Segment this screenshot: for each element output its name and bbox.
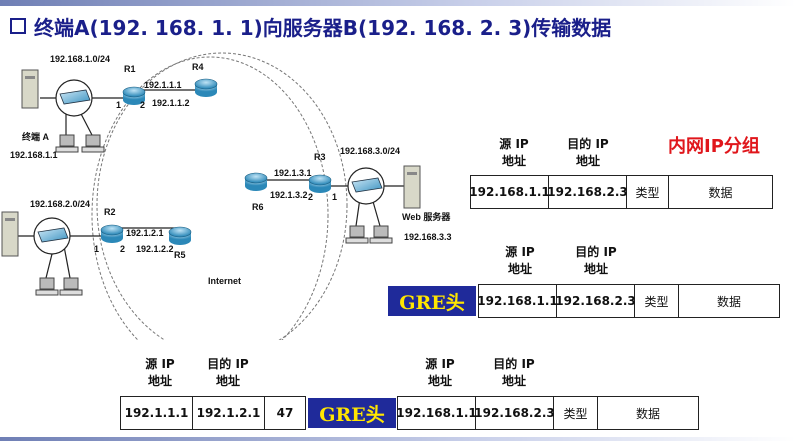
packet3-outer-dst-header: 目的 IP 地址 <box>207 357 249 388</box>
packet3-outer-dst-cell: 192.1.2.1 <box>193 397 265 429</box>
internet-cloud <box>96 52 348 340</box>
terminal-a-ip-label: 192.168.1.1 <box>10 150 58 160</box>
subnet-b-label: 192.168.2.0/24 <box>30 199 90 209</box>
r3-ip-b-label: 192.1.3.2 <box>270 190 308 200</box>
r6-label: R6 <box>252 202 264 212</box>
server-a-icon <box>21 69 39 109</box>
packet2-src-header: 源 IP 地址 <box>505 245 535 276</box>
r2-if2-label: 2 <box>120 244 125 254</box>
packet1-type-cell: 类型 <box>627 176 669 208</box>
r2-if1-label: 1 <box>94 244 99 254</box>
packet3-inner-src-header: 源 IP 地址 <box>425 357 455 388</box>
title-text: 终端A(192. 168. 1. 1)向服务器B(192. 168. 2. 3)… <box>34 15 612 40</box>
internet-label: Internet <box>208 276 241 286</box>
pc-icon <box>59 277 83 296</box>
packet1-src-cell: 192.168.1.1 <box>469 176 550 208</box>
r2-label: R2 <box>104 207 116 217</box>
r1-label: R1 <box>124 64 136 74</box>
internet-cloud <box>91 56 329 340</box>
packet1-dst-cell: 192.168.2.3 <box>547 176 628 208</box>
router-r1-icon <box>122 86 146 105</box>
packet1-dst-header: 目的 IP 地址 <box>567 137 609 168</box>
slide-title: 终端A(192. 168. 1. 1)向服务器B(192. 168. 2. 3)… <box>10 10 611 42</box>
packet3-inner-data-cell: 数据 <box>635 406 660 421</box>
web-server-label: Web 服务器 <box>402 211 451 222</box>
r1-if1-label: 1 <box>116 100 121 110</box>
network-diagram: Internet <box>1 52 452 340</box>
r3-if2-label: 2 <box>308 192 313 202</box>
packet3-outer-row: 192.1.1.1 192.1.2.1 47 <box>120 396 306 430</box>
bullet-box-icon <box>10 18 26 34</box>
inner-packet-label: 内网IP分组 <box>668 136 760 157</box>
r3-if1-label: 1 <box>332 192 337 202</box>
packet3-inner-dst-header: 目的 IP 地址 <box>493 357 535 388</box>
pc-icon <box>55 134 79 153</box>
router-r4-icon <box>194 78 218 97</box>
subnet-c-label: 192.168.3.0/24 <box>340 146 400 156</box>
pc-icon <box>81 134 105 153</box>
pc-icon <box>369 225 393 244</box>
web-server-ip-label: 192.168.3.3 <box>404 232 452 242</box>
subnet-a-label: 192.168.1.0/24 <box>50 54 110 64</box>
server-b-icon <box>1 211 19 257</box>
bottom-bar <box>0 437 796 441</box>
packet3-inner-dst-cell: 192.168.2.3 <box>474 397 555 429</box>
r2-ip-label: 192.1.2.1 <box>126 228 164 238</box>
packet2-data-cell: 数据 <box>716 294 741 309</box>
router-r3-icon <box>308 174 332 193</box>
router-r5-icon <box>168 226 192 245</box>
packet3-inner-src-cell: 192.168.1.1 <box>396 397 477 429</box>
terminal-a-label: 终端 A <box>21 131 50 142</box>
packet2-row: 192.168.1.1 192.168.2.3 类型 数据 <box>477 284 780 318</box>
r3-label: R3 <box>314 152 326 162</box>
switch-c <box>347 167 385 205</box>
r4-label: R4 <box>192 62 204 72</box>
packet3-outer-src-cell: 192.1.1.1 <box>121 397 193 429</box>
packet2-dst-cell: 192.168.2.3 <box>555 285 636 317</box>
router-r6-icon <box>244 172 268 191</box>
packet1-data-cell: 数据 <box>708 185 733 200</box>
web-server-icon <box>403 165 421 209</box>
gre-header-2: GRE头 <box>308 398 396 428</box>
packet2-dst-header: 目的 IP 地址 <box>575 245 617 276</box>
top-bar <box>0 0 796 6</box>
r5-label: R5 <box>174 250 186 260</box>
switch-a <box>55 79 93 117</box>
r3-ip-a-label: 192.1.3.1 <box>274 168 312 178</box>
packet3-outer-src-header: 源 IP 地址 <box>145 357 175 388</box>
pc-icon <box>35 277 59 296</box>
packet1-src-header: 源 IP 地址 <box>499 137 529 168</box>
packet3-protocol-cell: 47 <box>276 406 294 420</box>
r5-ip-label: 192.1.2.2 <box>136 244 174 254</box>
switch-b <box>33 217 71 255</box>
router-r2-icon <box>100 224 124 243</box>
gre-header-1: GRE头 <box>388 286 476 316</box>
packet3-inner-type-cell: 类型 <box>554 397 598 429</box>
r1-if2-label: 2 <box>140 100 145 110</box>
packet3-inner-row: 192.168.1.1 192.168.2.3 类型 数据 <box>396 396 699 430</box>
pc-icon <box>345 225 369 244</box>
r1-ip-label: 192.1.1.1 <box>144 80 182 90</box>
packet2-type-cell: 类型 <box>635 285 679 317</box>
r4-ip-label: 192.1.1.2 <box>152 98 190 108</box>
packet2-src-cell: 192.168.1.1 <box>477 285 558 317</box>
packet1-row: 192.168.1.1 192.168.2.3 类型 数据 <box>469 175 773 209</box>
